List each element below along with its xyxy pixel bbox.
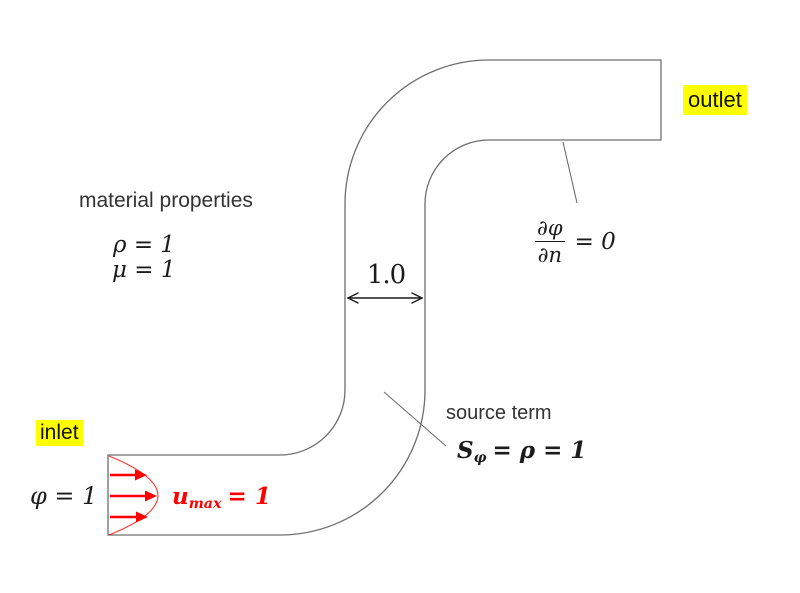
velocity-arrow-bottom bbox=[110, 511, 148, 523]
velocity-symbol-subscript: max bbox=[188, 495, 222, 512]
velocity-arrow-middle bbox=[110, 490, 157, 502]
source-term-leader-line bbox=[383, 391, 447, 447]
velocity-symbol-base: u bbox=[172, 483, 189, 510]
channel-width-label: 1.0 bbox=[366, 260, 406, 290]
source-symbol-base: S bbox=[457, 437, 474, 464]
fraction-numerator: ∂φ bbox=[537, 216, 563, 240]
velocity-equation-rhs: = 1 bbox=[227, 483, 271, 510]
outlet-bc-fraction: ∂φ ∂n bbox=[534, 215, 566, 269]
channel-outline bbox=[107, 59, 662, 536]
width-dimension-arrow bbox=[346, 292, 424, 304]
outlet-label: outlet bbox=[683, 85, 747, 115]
source-equation-rhs: = ρ = 1 bbox=[492, 437, 587, 464]
outlet-bc-equation: ∂φ ∂n = 0 bbox=[534, 215, 616, 269]
viscosity-equation: μ = 1 bbox=[112, 257, 176, 283]
velocity-profile-curve bbox=[108, 455, 159, 536]
inlet-scalar-equation: φ = 1 bbox=[30, 482, 98, 510]
outlet-bc-rhs: = 0 bbox=[574, 228, 616, 255]
source-term-title: source term bbox=[446, 402, 552, 424]
inlet-label: inlet bbox=[36, 420, 83, 446]
source-term-equation: Sφ = ρ = 1 bbox=[457, 437, 587, 466]
velocity-arrow-top bbox=[110, 469, 147, 481]
source-symbol-subscript: φ bbox=[473, 449, 487, 466]
density-equation: ρ = 1 bbox=[113, 232, 176, 258]
material-properties-title: material properties bbox=[79, 189, 253, 212]
fraction-denominator: ∂n bbox=[534, 241, 565, 268]
inlet-velocity-equation: umax = 1 bbox=[172, 483, 271, 512]
outlet-bc-leader-line bbox=[562, 141, 578, 204]
